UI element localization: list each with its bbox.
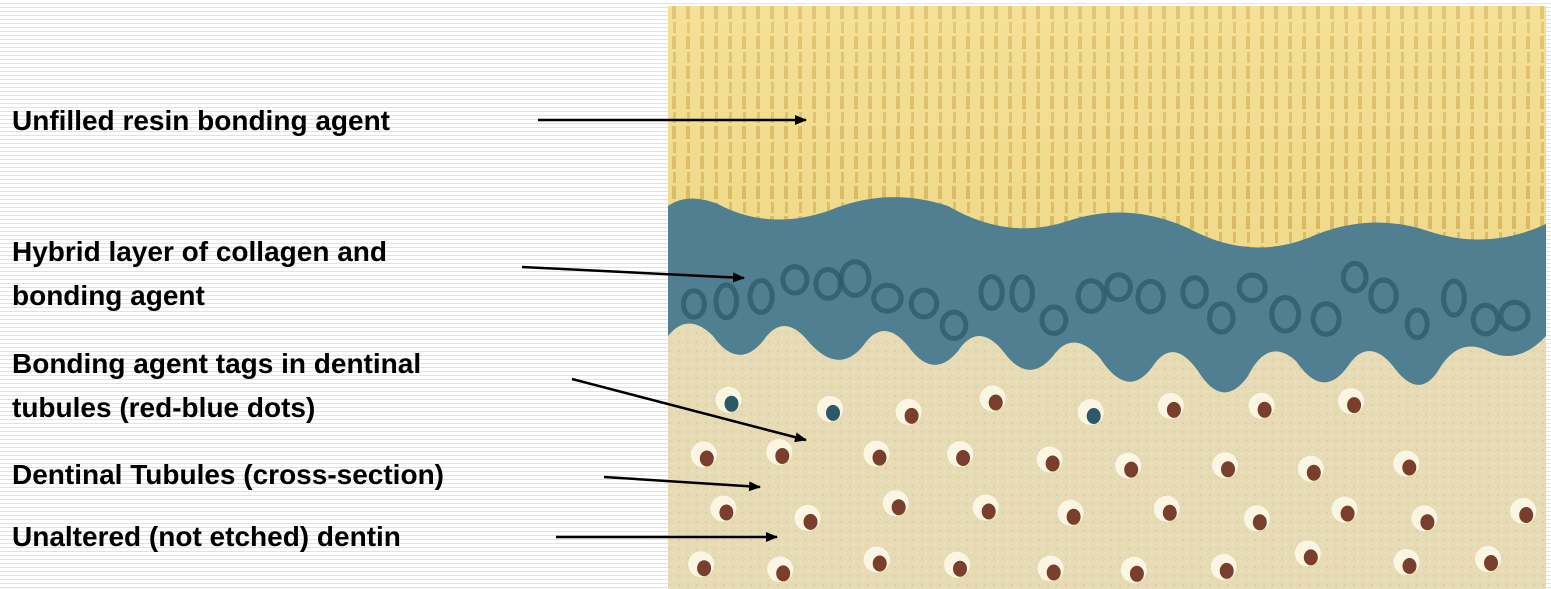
tubule-dot <box>719 505 733 521</box>
tubule-dot <box>700 451 714 467</box>
tubule-dot <box>1087 408 1101 424</box>
tubule-dot <box>1253 514 1267 530</box>
tubule-dot <box>1347 397 1361 413</box>
label-unaltered-dentin: Unaltered (not etched) dentin <box>12 517 401 557</box>
tubule-dot <box>1484 555 1498 571</box>
label-hybrid-line2: bonding agent <box>12 276 205 316</box>
tubule-dot <box>776 565 790 581</box>
tubule-dot <box>826 405 840 421</box>
tubule-dot <box>725 396 739 412</box>
tubule-dot <box>1046 456 1060 472</box>
tubule-dot <box>1403 558 1417 574</box>
tubule-dot <box>1420 514 1434 530</box>
tubule-dot <box>1047 565 1061 581</box>
tubule-dot <box>1163 505 1177 521</box>
tubule-dot <box>982 504 996 520</box>
tubule-dot <box>1307 465 1321 481</box>
tubule-dot <box>1258 402 1272 418</box>
label-unfilled-resin: Unfilled resin bonding agent <box>12 101 390 141</box>
tubule-dot <box>953 561 967 577</box>
tubule-dot <box>873 450 887 466</box>
label-dentinal-tubules: Dentinal Tubules (cross-section) <box>12 455 444 495</box>
tubule-dot <box>956 450 970 466</box>
tubule-dot <box>1221 461 1235 477</box>
tubule-dot <box>1341 506 1355 522</box>
label-hybrid-line1: Hybrid layer of collagen and <box>12 232 387 272</box>
tubule-dot <box>873 556 887 572</box>
label-tags-line1: Bonding agent tags in dentinal <box>12 344 421 384</box>
tubule-dot <box>1067 509 1081 525</box>
tubule-dot <box>905 408 919 424</box>
resin-tint <box>668 6 1546 247</box>
tubule-dot <box>1519 507 1533 523</box>
tubule-dot <box>989 395 1003 411</box>
tubule-dot <box>1304 549 1318 565</box>
tubule-dot <box>697 560 711 576</box>
tubule-dot <box>1124 462 1138 478</box>
tubule-dot <box>892 499 906 515</box>
tubule-dot <box>1130 566 1144 582</box>
label-tags-line2: tubules (red-blue dots) <box>12 388 315 428</box>
tubule-dot <box>1220 563 1234 579</box>
tubule-dot <box>1402 460 1416 476</box>
tubule-dot <box>1167 402 1181 418</box>
tubule-dot <box>775 448 789 464</box>
dentin-micrograph <box>668 6 1546 589</box>
tubule-dot <box>804 514 818 530</box>
